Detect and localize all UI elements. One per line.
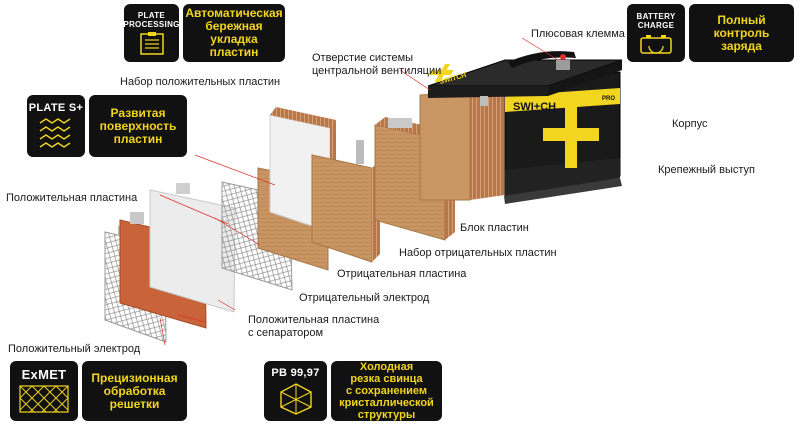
label-positive-terminal: Плюсовая клемма: [531, 28, 625, 40]
feature-plate-processing: Автоматическая бережная укладка пластин: [183, 4, 285, 62]
label-plate-block: Блок пластин: [460, 222, 529, 234]
feature-plate-s-line3: пластин: [113, 131, 163, 146]
feature-plate-processing-line1: Автоматическая: [185, 6, 283, 20]
feature-pb: Холодная резка свинца с сохранением крис…: [331, 361, 442, 421]
feature-pb-line2: резка свинца: [350, 373, 423, 385]
leader-lines: [159, 37, 559, 346]
badge-plate-processing-line2: PROCESSING: [123, 19, 180, 29]
crystal-structure-icon: [279, 382, 312, 415]
label-positive-plate-sep-line2: с сепаратором: [248, 327, 324, 339]
battery-pro-badge: PRO: [602, 96, 615, 102]
label-positive-plate-set: Набор положительных пластин: [120, 76, 281, 88]
feature-battery-charge: Полный контроль заряда: [689, 4, 794, 62]
label-mount-ledge: Крепежный выступ: [658, 164, 756, 176]
negative-plate-set: [311, 140, 380, 263]
battery-brand-text: SWI+CH: [513, 101, 556, 113]
label-negative-plate-set: Набор отрицательных пластин: [399, 247, 557, 259]
label-positive-plate-sep-line1: Положительная пластина: [248, 314, 380, 326]
feature-plate-s-line2: поверхность: [99, 118, 177, 133]
feature-pb-line4: кристаллической: [339, 397, 434, 409]
feature-exmet-line2: обработка: [103, 383, 166, 398]
badge-plate-s-line1: PLATE S+: [28, 101, 84, 114]
label-negative-plate: Отрицательная пластина: [337, 268, 467, 280]
surface-texture-icon: [39, 117, 71, 148]
feature-exmet: Прецизионная обработка решетки: [82, 361, 187, 421]
feature-pb-line5: структуры: [357, 409, 416, 421]
badge-pb-line1: PB 99,97: [271, 366, 320, 379]
battery-charge-icon: [640, 34, 672, 54]
feature-pb-line3: с сохранением: [346, 385, 427, 397]
feature-exmet-line1: Прецизионная: [91, 370, 178, 385]
feature-plate-processing-line3: укладка пластин: [209, 32, 259, 59]
label-case: Корпус: [672, 118, 708, 130]
label-vent-line2: центральной вентиляции: [312, 65, 442, 77]
mesh-grid-icon: [19, 384, 69, 413]
badge-exmet-line1: ExMET: [21, 366, 67, 382]
badge-battery-charge-line2: CHARGE: [637, 20, 675, 30]
feature-battery-charge-line2: контроль заряда: [713, 25, 770, 53]
feature-plate-s: Развитая поверхность пластин: [89, 95, 187, 157]
label-negative-electrode: Отрицательный электрод: [299, 292, 430, 304]
feature-battery-charge-line1: Полный: [717, 12, 766, 27]
label-vent-line1: Отверстие системы: [312, 52, 414, 64]
badge-plate-s: PLATE S+: [27, 95, 85, 157]
feature-plate-s-line1: Развитая: [110, 105, 166, 120]
feature-exmet-line3: решетки: [109, 396, 160, 411]
badge-pb: PB 99,97: [264, 361, 327, 421]
badge-battery-charge: BATTERY CHARGE: [627, 4, 685, 62]
label-positive-electrode: Положительный электрод: [8, 343, 141, 355]
separator-sheet: [149, 183, 236, 313]
badge-battery-charge-line1: BATTERY: [636, 11, 676, 21]
plate-stack-icon: [139, 31, 164, 55]
badge-exmet: ExMET: [10, 361, 78, 421]
battery-case: [419, 51, 623, 204]
feature-plate-processing-line2: бережная: [205, 19, 263, 33]
feature-pb-line1: Холодная: [359, 361, 414, 373]
label-positive-plate: Положительная пластина: [6, 192, 138, 204]
badge-plate-processing-line1: PLATE: [137, 10, 166, 20]
badge-plate-processing: PLATE PROCESSING: [123, 4, 180, 62]
